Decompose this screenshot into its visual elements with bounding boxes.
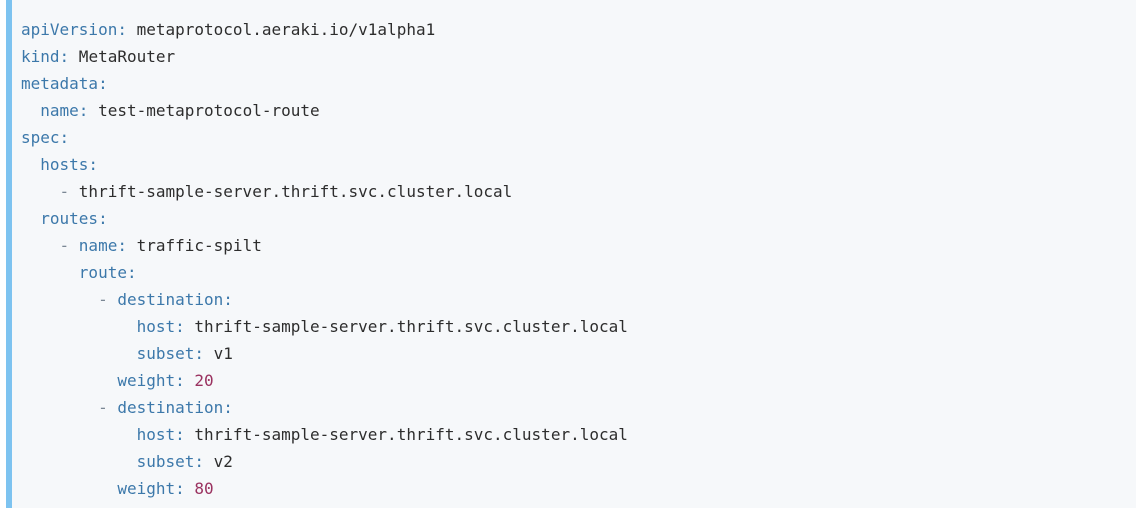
code-token-sp [21, 263, 79, 282]
code-token-key: name: [78, 236, 127, 255]
code-line: weight: 80 [21, 475, 1126, 502]
code-token-dash: - [98, 290, 118, 309]
code-token-key: weight: [117, 371, 185, 390]
code-token-sp [21, 182, 60, 201]
code-token-key: spec: [21, 128, 70, 147]
code-token-dash: - [59, 236, 79, 255]
code-line: weight: 20 [21, 367, 1126, 394]
code-line: metadata: [21, 70, 1126, 97]
code-token-key: hosts: [40, 155, 99, 174]
code-line: host: thrift-sample-server.thrift.svc.cl… [21, 313, 1126, 340]
code-line: subset: v1 [21, 340, 1126, 367]
code-token-value: v1 [204, 344, 233, 363]
code-line: - name: traffic-spilt [21, 232, 1126, 259]
code-content: apiVersion: metaprotocol.aeraki.io/v1alp… [12, 0, 1136, 508]
code-token-key: route: [78, 263, 137, 282]
code-token-value: thrift-sample-server.thrift.svc.cluster.… [184, 317, 628, 336]
code-token-value: v2 [204, 452, 233, 471]
code-line: route: [21, 259, 1126, 286]
code-token-value: traffic-spilt [126, 236, 262, 255]
code-token-sp [21, 425, 137, 444]
code-token-sp [21, 344, 137, 363]
code-token-key: destination: [117, 398, 233, 417]
code-line: - destination: [21, 394, 1126, 421]
code-token-value: thrift-sample-server.thrift.svc.cluster.… [184, 425, 628, 444]
code-token-value: test-metaprotocol-route [88, 101, 320, 120]
code-token-key: apiVersion: [21, 20, 127, 39]
code-token-sp [21, 479, 117, 498]
code-token-key: destination: [117, 290, 233, 309]
yaml-code-block: apiVersion: metaprotocol.aeraki.io/v1alp… [6, 0, 1136, 508]
code-token-key: subset: [136, 344, 205, 363]
code-token-sp [21, 209, 40, 228]
code-line: spec: [21, 124, 1126, 151]
code-token-sp [21, 236, 60, 255]
code-token-sp [21, 371, 117, 390]
code-token-key: subset: [136, 452, 205, 471]
code-token-sp [21, 155, 40, 174]
code-line: hosts: [21, 151, 1126, 178]
code-line: - destination: [21, 286, 1126, 313]
code-line: subset: v2 [21, 448, 1126, 475]
code-token-sp [21, 398, 98, 417]
code-token-value: MetaRouter [69, 47, 176, 66]
code-token-num: 80 [184, 479, 214, 498]
code-token-sp [21, 101, 40, 120]
code-token-dash: - [59, 182, 79, 201]
code-line: name: test-metaprotocol-route [21, 97, 1126, 124]
code-token-sp [21, 290, 98, 309]
code-token-key: weight: [117, 479, 185, 498]
code-token-key: routes: [40, 209, 108, 228]
code-token-key: metadata: [21, 74, 108, 93]
code-token-sp [21, 317, 137, 336]
code-line: apiVersion: metaprotocol.aeraki.io/v1alp… [21, 16, 1126, 43]
code-token-sp [21, 452, 137, 471]
code-token-dash: - [98, 398, 118, 417]
code-token-num: 20 [184, 371, 214, 390]
code-token-key: host: [136, 425, 185, 444]
code-token-value: metaprotocol.aeraki.io/v1alpha1 [126, 20, 436, 39]
code-token-key: kind: [21, 47, 70, 66]
code-line: host: thrift-sample-server.thrift.svc.cl… [21, 421, 1126, 448]
code-token-value: thrift-sample-server.thrift.svc.cluster.… [78, 182, 513, 201]
code-token-key: name: [40, 101, 89, 120]
code-line: kind: MetaRouter [21, 43, 1126, 70]
code-line: routes: [21, 205, 1126, 232]
code-line: - thrift-sample-server.thrift.svc.cluste… [21, 178, 1126, 205]
code-token-key: host: [136, 317, 185, 336]
